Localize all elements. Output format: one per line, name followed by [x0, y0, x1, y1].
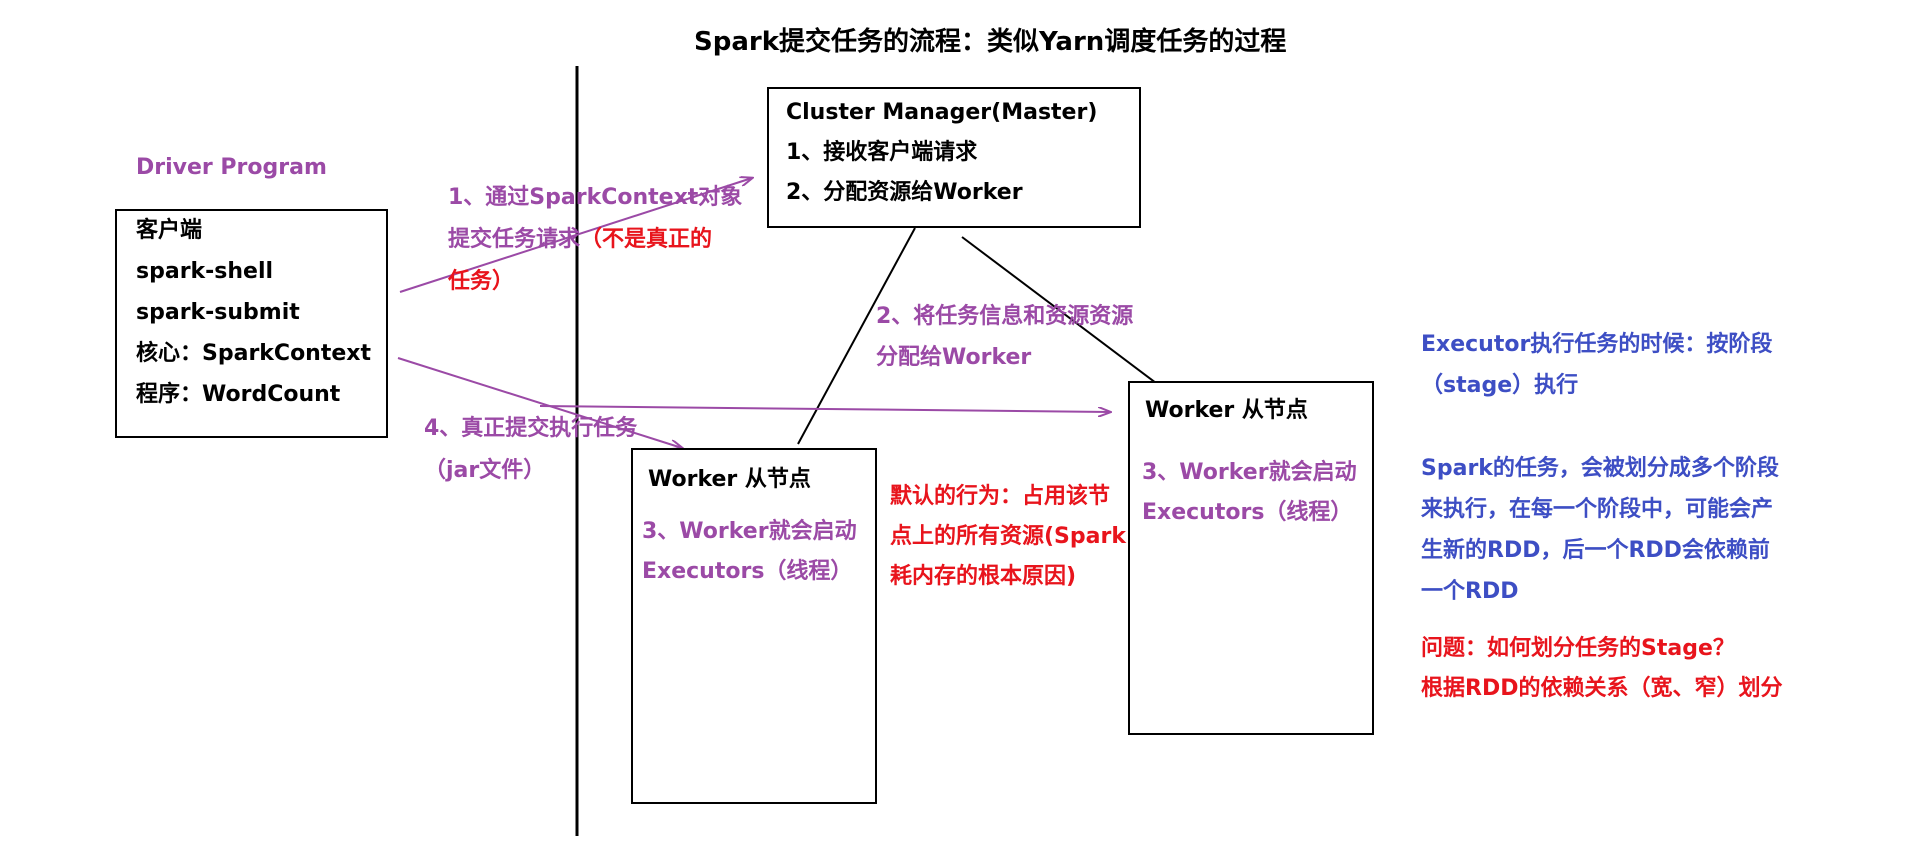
- driver-line: 程序：WordCount: [136, 382, 341, 407]
- driver-line: 客户端: [136, 218, 203, 243]
- default-note-line: 点上的所有资源(Spark: [890, 524, 1126, 549]
- worker-right-desc: 3、Worker就会启动: [1142, 460, 1357, 485]
- driver-box: 客户端 spark-shell spark-submit 核心：SparkCon…: [115, 209, 388, 438]
- step1-line2-red: （不是真正的: [580, 227, 713, 252]
- worker-left-desc: Executors（线程）: [642, 559, 853, 584]
- master-line: 1、接收客户端请求: [786, 140, 978, 165]
- spark-note-line: Spark的任务，会被划分成多个阶段: [1421, 456, 1779, 481]
- default-note-line: 默认的行为：占用该节: [890, 484, 1111, 509]
- driver-line: 核心：SparkContext: [136, 341, 371, 366]
- spark-note-line: 一个RDD: [1421, 579, 1519, 604]
- driver-program-label: Driver Program: [136, 155, 327, 180]
- step4-arrow-right: [539, 405, 1110, 412]
- master-line: Cluster Manager(Master): [786, 100, 1098, 125]
- executor-note-line: （stage）执行: [1421, 373, 1579, 398]
- executor-note-line: Executor执行任务的时候：按阶段: [1421, 332, 1773, 357]
- driver-line: spark-submit: [136, 300, 300, 325]
- master-to-worker-right-line: [961, 236, 1161, 387]
- spark-note-line: 生新的RDD，后一个RDD会依赖前: [1421, 538, 1770, 563]
- driver-line: spark-shell: [136, 259, 274, 284]
- step1-line2-purple: 提交任务请求: [448, 227, 581, 252]
- question-line: 问题：如何划分任务的Stage？: [1421, 636, 1735, 661]
- worker-right-desc: Executors（线程）: [1142, 500, 1353, 525]
- worker-right-title: Worker 从节点: [1145, 398, 1308, 423]
- step4-line: （jar文件）: [424, 458, 546, 483]
- worker-right-box: Worker 从节点 3、Worker就会启动 Executors（线程）: [1128, 381, 1374, 735]
- master-to-worker-left-line: [797, 227, 916, 445]
- cluster-manager-box: Cluster Manager(Master) 1、接收客户端请求 2、分配资源…: [767, 87, 1141, 228]
- question-line: 根据RDD的依赖关系（宽、窄）划分: [1421, 676, 1783, 701]
- step1-line1: 1、通过SparkContext对象: [448, 185, 743, 210]
- worker-left-desc: 3、Worker就会启动: [642, 519, 857, 544]
- diagram-title: Spark提交任务的流程：类似Yarn调度任务的过程: [694, 27, 1287, 57]
- default-note-line: 耗内存的根本原因): [890, 564, 1077, 589]
- master-line: 2、分配资源给Worker: [786, 180, 1023, 205]
- step1-line3: 任务）: [448, 269, 515, 294]
- worker-left-title: Worker 从节点: [648, 467, 811, 492]
- step1-line2: 提交任务请求（不是真正的: [448, 224, 712, 256]
- step2-line: 分配给Worker: [876, 345, 1032, 370]
- worker-left-box: Worker 从节点 3、Worker就会启动 Executors（线程）: [631, 448, 877, 804]
- step1-arrow: [399, 178, 752, 293]
- step2-line: 2、将任务信息和资源资源: [876, 304, 1134, 329]
- step4-arrow-left: [397, 357, 682, 448]
- step4-line: 4、真正提交执行任务: [424, 416, 638, 441]
- spark-note-line: 来执行，在每一个阶段中，可能会产: [1421, 497, 1774, 522]
